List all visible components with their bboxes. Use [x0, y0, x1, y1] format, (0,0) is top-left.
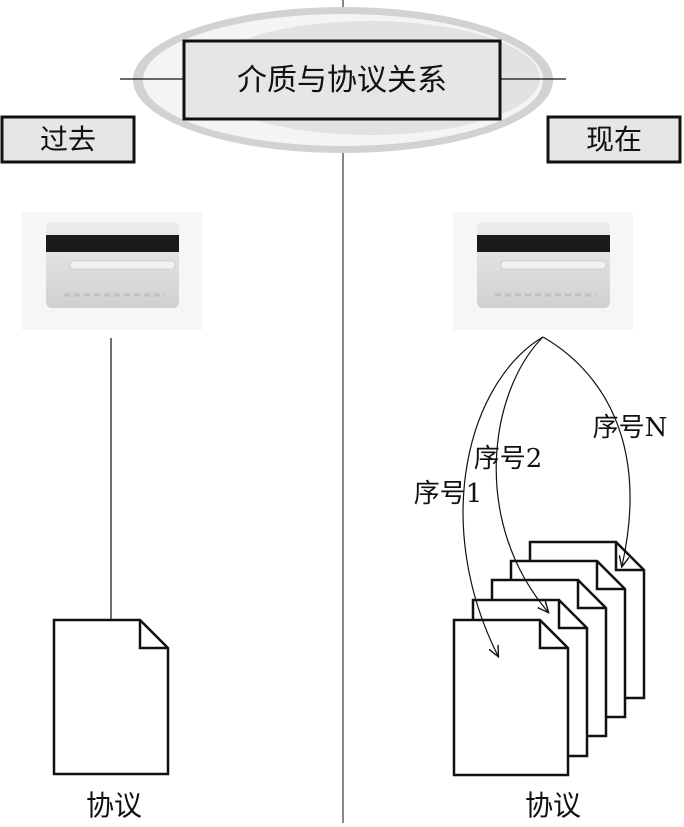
label-past-text: 过去 — [40, 123, 96, 156]
document-stack — [452, 540, 646, 777]
document-sheet — [452, 618, 570, 777]
serial-label-2: 序号2 — [474, 444, 543, 474]
arrow-serial-2 — [495, 336, 548, 612]
card-icon-right — [453, 212, 633, 330]
arrow-serial-1 — [462, 336, 544, 656]
card-icon-left — [22, 212, 202, 330]
serial-label-1: 序号1 — [414, 479, 483, 509]
label-now: 现在 — [546, 115, 682, 164]
serial-label-n: 序号N — [593, 413, 668, 443]
caption-right: 协议 — [525, 789, 581, 822]
document-icon-left — [52, 618, 170, 776]
label-past: 过去 — [0, 115, 136, 164]
title-badge: 介质与协议关系 — [120, 7, 566, 153]
page-title: 介质与协议关系 — [237, 63, 447, 98]
arrow-serial-n — [542, 336, 631, 566]
caption-left: 协议 — [86, 789, 142, 822]
label-now-text: 现在 — [586, 123, 642, 156]
